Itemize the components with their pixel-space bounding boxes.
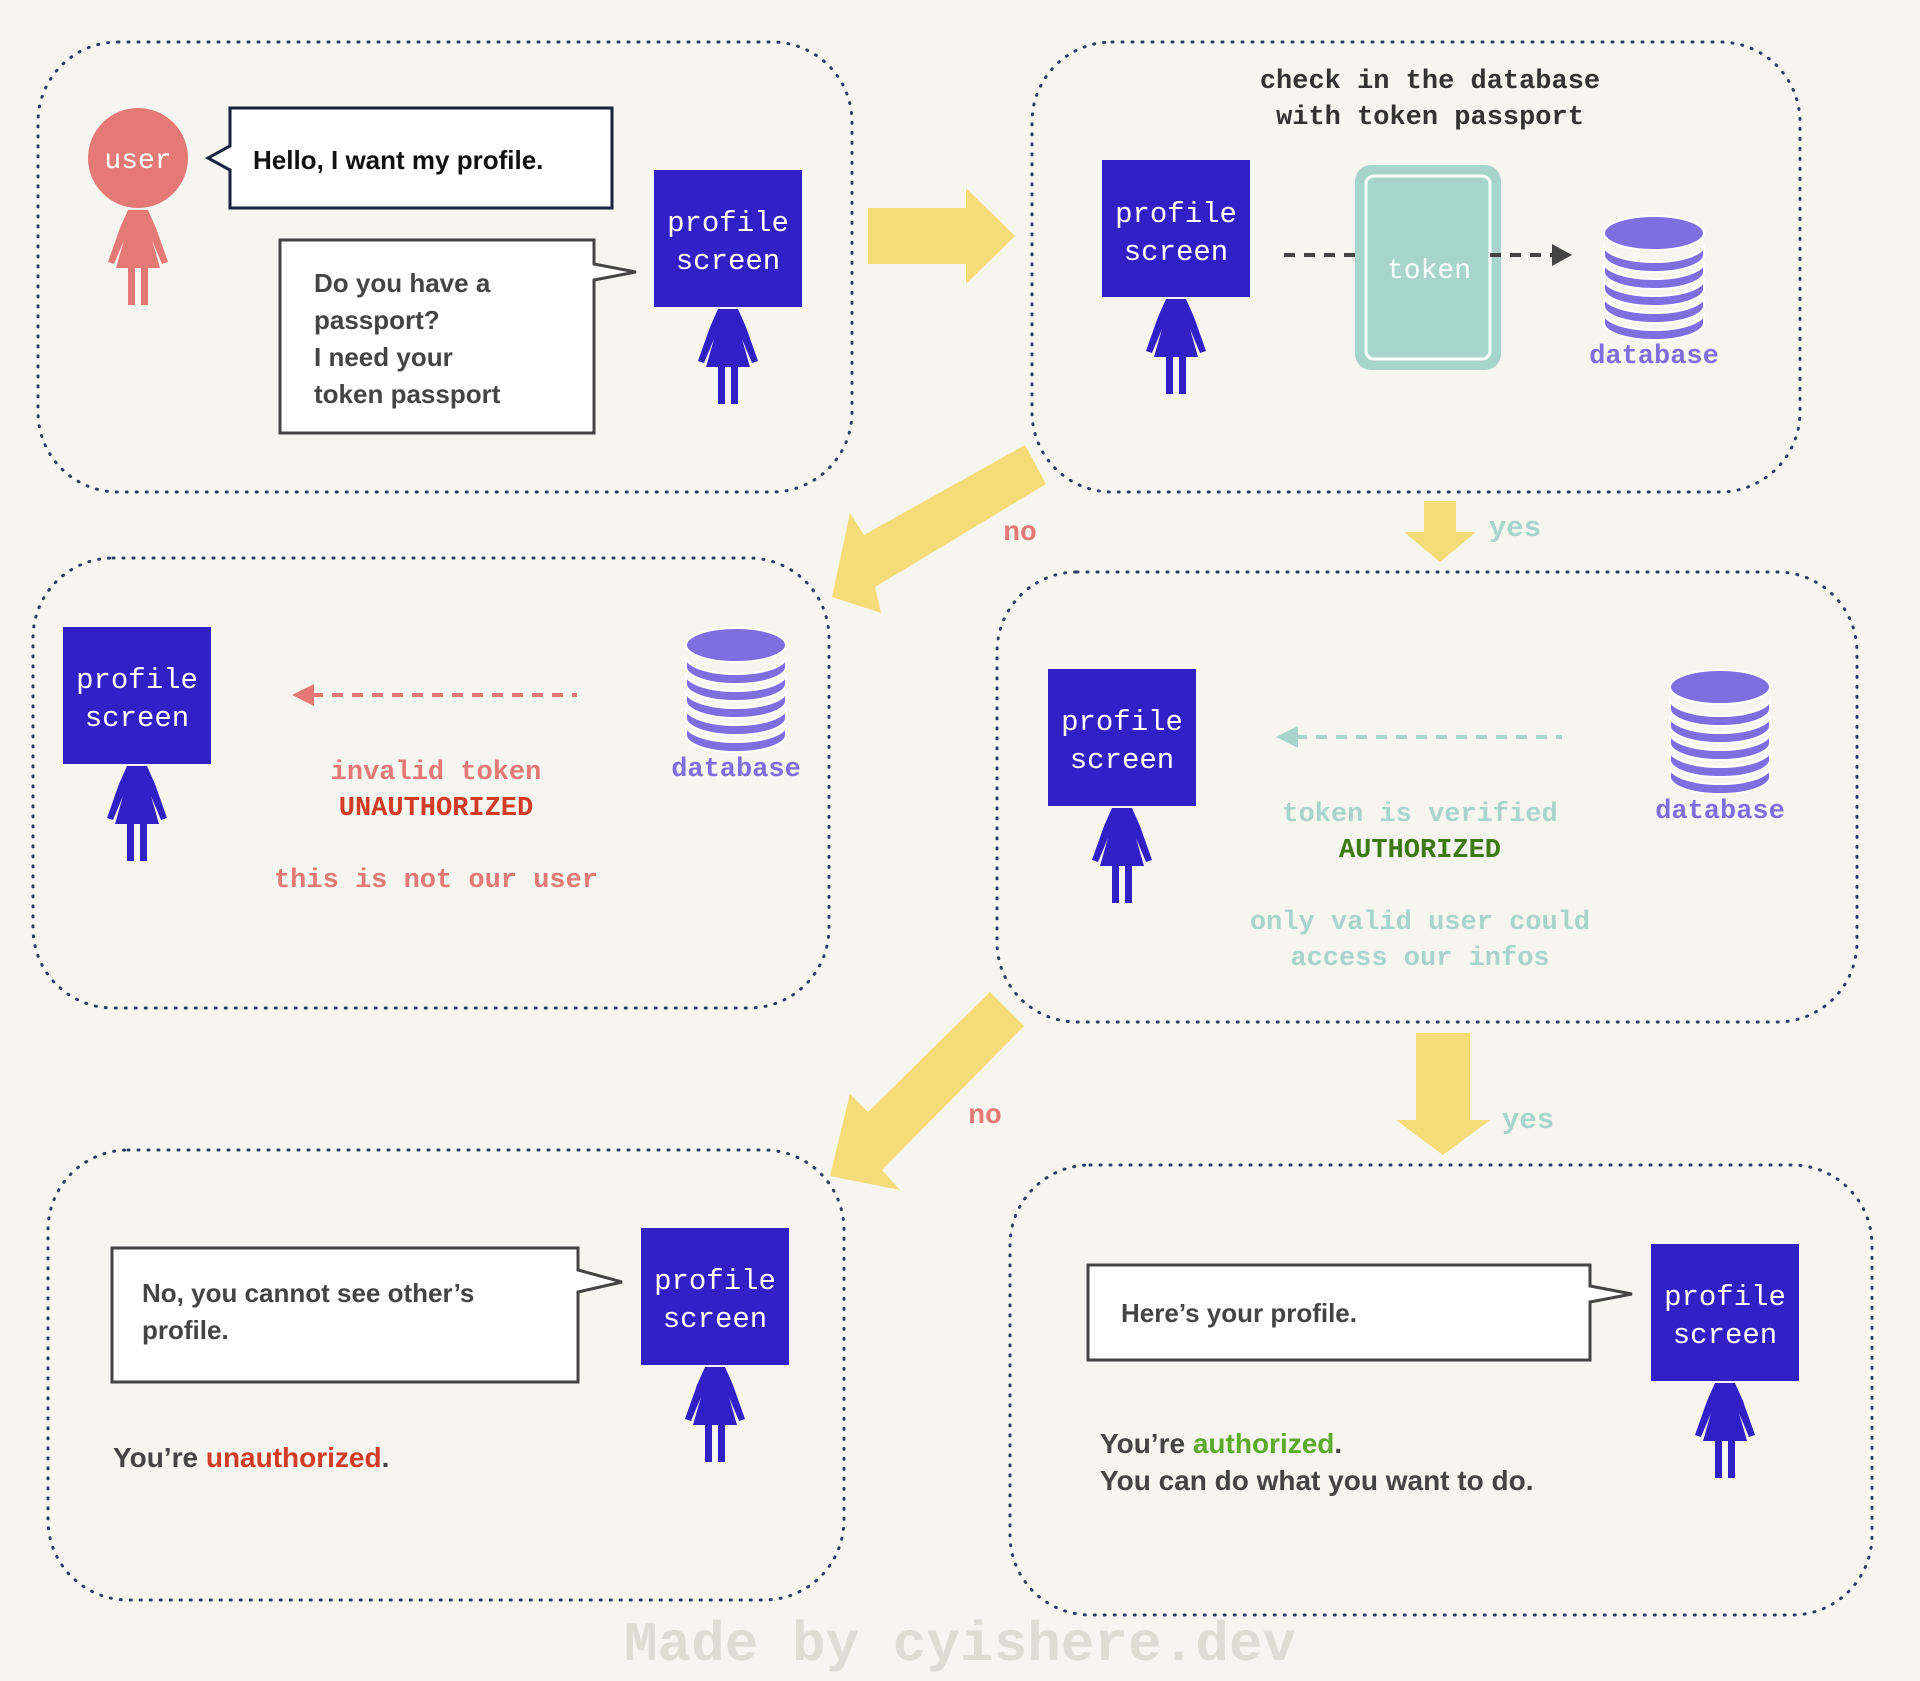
profile-screen-box [641, 1228, 789, 1365]
invalid-token-text: invalid token [331, 758, 542, 788]
authorized-speech-bubble [1086, 1263, 1633, 1362]
profile-screen-box [1651, 1244, 1799, 1381]
database-icon [1669, 669, 1771, 795]
arrow-right [868, 188, 1015, 284]
panel-result-authorized [1008, 1163, 1874, 1617]
profile-screen-label-1: profile [1061, 706, 1183, 739]
authorized-text: AUTHORIZED [1339, 836, 1501, 866]
status-suffix: . [1334, 1428, 1342, 1459]
profile-screen-label-2: screen [1124, 236, 1228, 269]
token-card-inner-border [1364, 174, 1492, 361]
profile-screen-label-1: profile [76, 664, 198, 697]
arrowhead [292, 684, 314, 706]
arrow-no-down-left [830, 992, 1024, 1190]
check-caption-line-2: with token passport [1276, 103, 1584, 133]
profile-screen-label-2: screen [85, 702, 189, 735]
profile-screen-person-icon [685, 1366, 745, 1462]
authorized-bubble-text: Here’s your profile. [1121, 1298, 1357, 1328]
token-card [1355, 165, 1501, 370]
screen-bubble-line-1: Do you have a [314, 268, 491, 298]
token-verified-text: token is verified [1282, 800, 1557, 830]
profile-screen-person-icon [698, 308, 758, 404]
branch-yes-label: yes [1502, 1104, 1554, 1137]
profile-screen-box [654, 170, 802, 307]
arrowhead [1552, 244, 1572, 266]
status-prefix: You’re [113, 1442, 206, 1473]
profile-screen-label-2: screen [1673, 1319, 1777, 1352]
profile-screen-person-icon [1146, 298, 1206, 394]
arrowhead [1276, 726, 1298, 748]
profile-screen-person-icon [1092, 807, 1152, 903]
database-icon [685, 627, 787, 753]
token-label: token [1387, 256, 1471, 287]
unauthorized-speech-bubble [110, 1246, 623, 1384]
arrow-yes-down [1396, 1033, 1490, 1155]
profile-screen-label-1: profile [1664, 1281, 1786, 1314]
database-icon [1603, 215, 1705, 341]
screen-bubble-line-4: token passport [314, 379, 501, 409]
database-label: database [1655, 797, 1785, 827]
screen-bubble-line-3: I need your [314, 342, 453, 372]
panel-request [36, 40, 854, 494]
profile-screen-label-1: profile [654, 1265, 776, 1298]
database-label: database [1589, 342, 1719, 372]
user-label: user [104, 146, 171, 177]
check-caption-line-1: check in the database [1260, 67, 1600, 97]
branch-yes-label: yes [1489, 512, 1541, 545]
authorized-status-line-2: You can do what you want to do. [1100, 1465, 1533, 1496]
unauthorized-text: UNAUTHORIZED [339, 794, 533, 824]
profile-screen-person-icon [1695, 1382, 1755, 1478]
panel-token-verified [995, 570, 1859, 1024]
unauthorized-status: You’re unauthorized. [113, 1442, 389, 1473]
profile-screen-label-2: screen [1070, 744, 1174, 777]
profile-screen-label-1: profile [1115, 198, 1237, 231]
profile-screen-box [63, 627, 211, 764]
arrow-no-down-left [832, 445, 1046, 613]
profile-screen-label-2: screen [663, 1303, 767, 1336]
branch-no-label: no [1003, 518, 1037, 549]
profile-screen-label-1: profile [667, 207, 789, 240]
screen-speech-bubble [278, 238, 637, 435]
profile-screen-box [1048, 669, 1196, 806]
access-infos-text: access our infos [1290, 944, 1549, 974]
status-prefix: You’re [1100, 1428, 1193, 1459]
user-bubble-text: Hello, I want my profile. [253, 145, 543, 175]
only-valid-user-text: only valid user could [1250, 908, 1590, 938]
database-label: database [671, 755, 801, 785]
unauthorized-bubble-line-2: profile. [142, 1315, 229, 1345]
status-suffix: . [382, 1442, 390, 1473]
arrow-yes-down [1404, 501, 1476, 562]
user-person-icon [108, 209, 168, 305]
unauthorized-bubble-line-1: No, you cannot see other’s [142, 1278, 474, 1308]
branch-no-label: no [968, 1101, 1002, 1132]
user-avatar [88, 108, 188, 208]
profile-screen-box [1102, 160, 1250, 297]
not-our-user-text: this is not our user [274, 866, 598, 896]
status-unauthorized-word: unauthorized [206, 1442, 382, 1473]
watermark: Made by cyishere.dev [624, 1613, 1296, 1677]
profile-screen-label-2: screen [676, 245, 780, 278]
screen-bubble-line-2: passport? [314, 305, 440, 335]
profile-screen-person-icon [107, 765, 167, 861]
status-authorized-word: authorized [1193, 1428, 1335, 1459]
user-speech-bubble [204, 106, 614, 210]
authorized-status: You’re authorized. [1100, 1428, 1342, 1459]
